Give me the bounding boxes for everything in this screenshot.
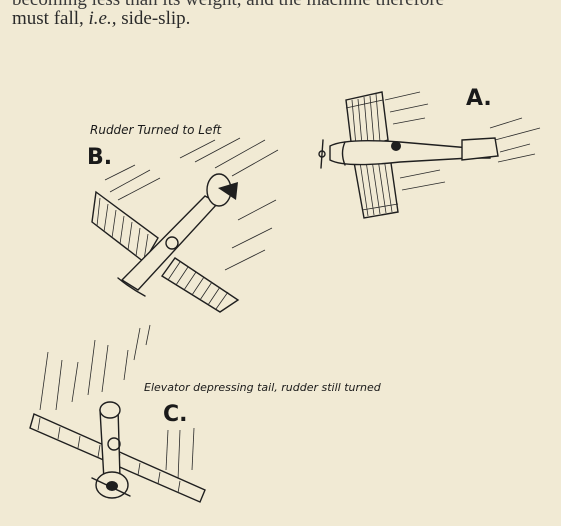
body-text-italic: i.e., — [88, 8, 117, 29]
aeroplane-b-drawing — [91, 137, 279, 313]
caption-b: Rudder Turned to Left — [90, 123, 222, 137]
caption-c: Elevator depressing tail, rudder still t… — [144, 381, 381, 394]
label-b: B. — [87, 145, 113, 170]
label-c: C. — [163, 402, 188, 427]
aeroplane-c-drawing — [29, 324, 206, 503]
body-text-start: must fall, — [12, 8, 89, 29]
body-text-end: side-slip. — [116, 8, 191, 29]
aeroplane-a-drawing — [318, 91, 541, 219]
body-text-line: must fall, i.e., side-slip. — [12, 8, 190, 30]
label-a: A. — [466, 86, 492, 111]
cut-off-text-line: becoming less than its weight, and the m… — [12, 0, 444, 11]
